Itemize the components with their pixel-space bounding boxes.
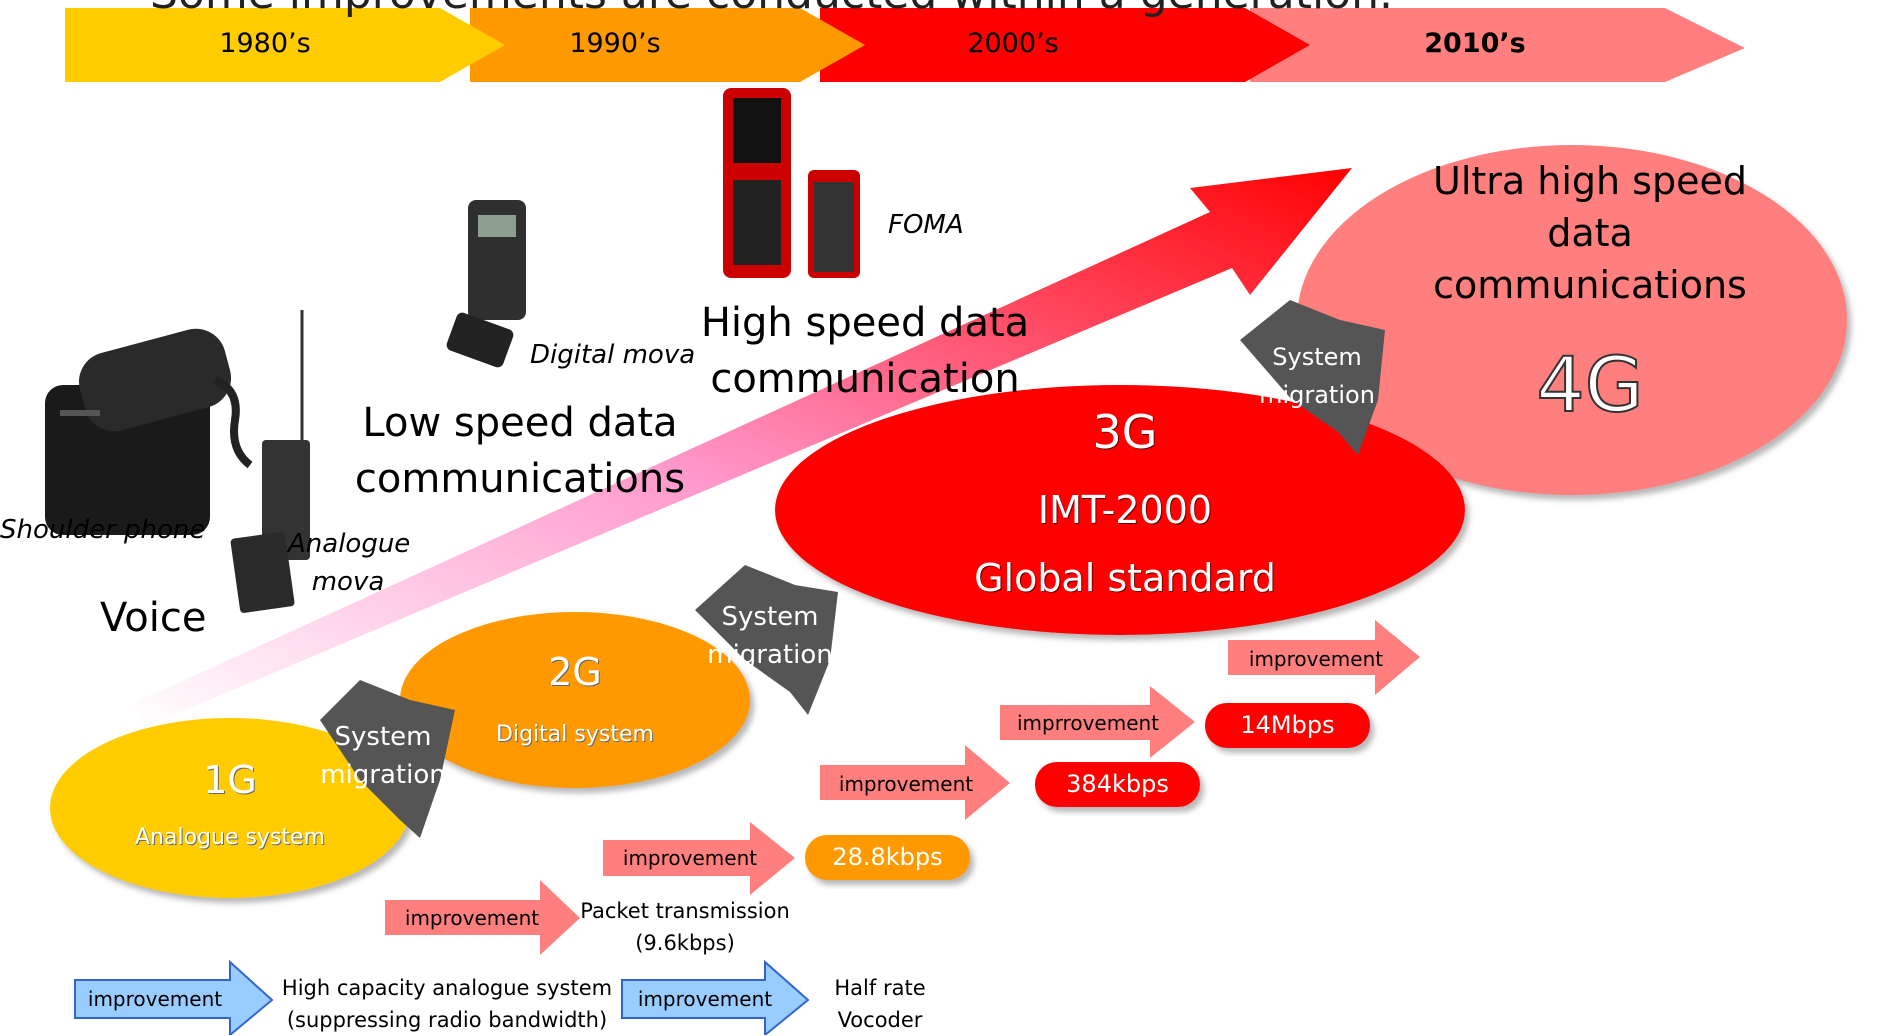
pink-arrow-3-label: improvement: [838, 772, 974, 796]
high-speed-line2: communication: [710, 356, 1020, 402]
3g-ellipse: [775, 385, 1465, 635]
speed-pill-28-8: [805, 835, 970, 880]
blue-arrow-2-label: improvement: [637, 987, 773, 1011]
speed-pill-384: [1035, 762, 1200, 807]
high-capacity-line1: High capacity analogue system: [281, 976, 613, 1000]
migration-2-line1: System: [721, 602, 819, 632]
timeline-label-1990s: 1990’s: [569, 28, 661, 59]
foma-label: FOMA: [888, 210, 964, 240]
pink-arrow-1: [385, 880, 580, 955]
pink-arrow-2-label: improvement: [622, 846, 758, 870]
3g-global-standard: Global standard: [974, 556, 1276, 600]
4g-description: Ultra high speed data communications: [1395, 155, 1785, 311]
4g-line1: Ultra high speed: [1433, 159, 1747, 203]
timeline-label-2000s: 2000’s: [967, 28, 1059, 59]
half-rate-line1: Half rate: [834, 976, 926, 1000]
blue-arrow-1-label: improvement: [87, 987, 223, 1011]
pink-arrow-3: [820, 745, 1010, 820]
analogue-mova-line1: Analogue: [288, 529, 411, 559]
speed-28-8-label: 28.8kbps: [832, 843, 943, 871]
pink-arrow-5-label: improvement: [1248, 647, 1384, 671]
pink-arrow-4-label: imprrovement: [1016, 711, 1160, 735]
pink-arrow-5: [1228, 620, 1420, 695]
migration-arrow-2: [695, 565, 838, 715]
timeline-segment-2010s: [1250, 8, 1745, 82]
2g-ellipse: [400, 612, 750, 788]
speed-384-label: 384kbps: [1066, 770, 1169, 798]
digital-mova-label: Digital mova: [530, 340, 696, 370]
shoulder-phone-label: Shoulder phone: [0, 515, 206, 545]
header-text: Some improvements are conducted within a…: [150, 0, 1393, 19]
shoulder-phone-image: [45, 328, 253, 535]
high-speed-line1: High speed data: [700, 300, 1030, 346]
voice-label: Voice: [100, 595, 207, 641]
analogue-mova-line2: mova: [311, 567, 385, 597]
trend-arrow: [130, 168, 1352, 725]
4g-title: 4G: [1535, 339, 1644, 430]
low-speed-line1: Low speed data: [362, 400, 678, 446]
migration-label-3: System migration: [1252, 338, 1382, 414]
timeline-label-2010s: 2010’s: [1424, 28, 1526, 59]
timeline-segment-1980s: [65, 8, 505, 82]
timeline-segment-2000s: [820, 8, 1310, 82]
speed-14m-label: 14Mbps: [1240, 711, 1335, 739]
4g-ellipse: [1297, 145, 1847, 495]
migration-2-line2: migration: [707, 640, 833, 670]
packet-transmission-label: Packet transmission (9.6kbps): [565, 895, 805, 959]
4g-line3: communications: [1433, 263, 1747, 307]
analogue-mova-label: Analogue mova: [288, 525, 411, 601]
blue-arrow-2: [621, 959, 810, 1035]
high-capacity-line2: (suppressing radio bandwidth): [286, 1008, 608, 1032]
high-capacity-label: High capacity analogue system (suppressi…: [272, 972, 622, 1036]
timeline-label-1980s: 1980’s: [219, 28, 311, 59]
migration-1-line2: migration: [320, 760, 446, 790]
1g-title: 1G: [203, 758, 257, 802]
low-speed-line2: communications: [354, 456, 686, 502]
analogue-mova-image: [230, 310, 310, 613]
blue-arrow-1: [74, 959, 274, 1035]
packet-line2: (9.6kbps): [635, 931, 735, 955]
4g-line2: data: [1547, 211, 1633, 255]
pink-arrow-1-label: improvement: [404, 906, 540, 930]
3g-imt2000: IMT-2000: [1037, 488, 1213, 532]
half-rate-line2: Vocoder: [837, 1008, 923, 1032]
migration-1-line1: System: [334, 722, 432, 752]
foma-phone-image: [723, 88, 860, 278]
high-speed-label: High speed data communication: [680, 295, 1050, 407]
low-speed-label: Low speed data communications: [340, 395, 700, 507]
2g-title: 2G: [548, 650, 602, 694]
1g-ellipse: [50, 718, 410, 898]
migration-label-2: System migration: [705, 598, 835, 674]
timeline-segment-1990s: [470, 8, 865, 82]
migration-label-1: System migration: [318, 718, 448, 794]
half-rate-label: Half rate Vocoder: [810, 972, 950, 1036]
migration-arrow-1: [320, 680, 455, 838]
packet-line1: Packet transmission: [580, 899, 790, 923]
pink-arrow-4: [1000, 686, 1195, 758]
pink-arrow-2: [603, 822, 795, 895]
migration-3-line2: migration: [1259, 381, 1375, 409]
migration-arrow-3: [1240, 300, 1385, 455]
2g-subtitle: Digital system: [496, 722, 654, 747]
digital-mova-image: [446, 200, 526, 368]
migration-3-line1: System: [1272, 343, 1362, 371]
1g-subtitle: Analogue system: [134, 825, 326, 850]
3g-title: 3G: [1092, 405, 1158, 459]
speed-pill-14m: [1205, 703, 1370, 748]
